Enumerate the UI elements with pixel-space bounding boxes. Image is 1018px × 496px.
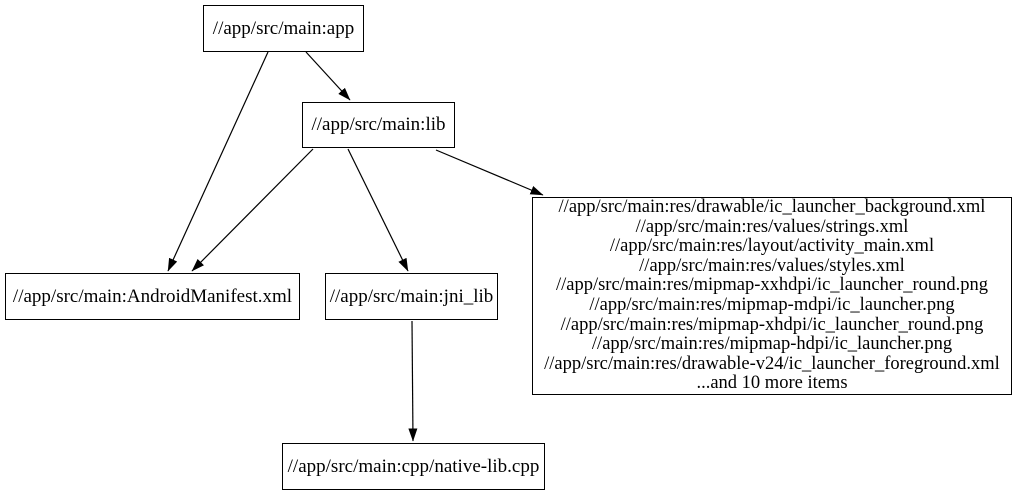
node-app: //app/src/main:app (203, 5, 364, 52)
resource-item: //app/src/main:res/values/strings.xml (635, 216, 909, 237)
edge-app-to-androidmanifest (167, 51, 269, 272)
resource-more-items: ...and 10 more items (696, 373, 848, 394)
resource-item: //app/src/main:res/mipmap-mdpi/ic_launch… (589, 295, 955, 315)
resource-item: //app/src/main:res/drawable-v24/ic_launc… (544, 353, 1000, 374)
resource-item: //app/src/main:res/mipmap-xhdpi/ic_launc… (560, 314, 984, 335)
edge-jnilib-to-nativecpp (408, 320, 418, 442)
node-androidmanifest: //app/src/main:AndroidManifest.xml (5, 273, 300, 320)
resource-item: //app/src/main:res/mipmap-hdpi/ic_launch… (591, 334, 953, 355)
node-jnilib: //app/src/main:jni_lib (325, 273, 498, 320)
node-resources-group: //app/src/main:res/drawable/ic_launcher_… (532, 197, 1012, 395)
node-jnilib-label: //app/src/main:jni_lib (329, 285, 494, 307)
node-androidmanifest-label: //app/src/main:AndroidManifest.xml (12, 285, 293, 307)
node-nativecpp: //app/src/main:cpp/native-lib.cpp (282, 443, 545, 490)
edge-lib-to-androidmanifest (191, 148, 314, 272)
node-nativecpp-label: //app/src/main:cpp/native-lib.cpp (287, 455, 540, 477)
edge-app-to-lib (305, 51, 351, 101)
edge-lib-to-resources (435, 149, 544, 196)
edge-lib-to-jnilib (347, 148, 409, 272)
resource-item: //app/src/main:res/values/styles.xml (639, 255, 905, 276)
node-lib: //app/src/main:lib (302, 102, 455, 148)
resource-item: //app/src/main:res/mipmap-xxhdpi/ic_laun… (555, 275, 989, 296)
node-lib-label: //app/src/main:lib (311, 114, 446, 135)
resource-item: //app/src/main:res/drawable/ic_launcher_… (558, 197, 986, 218)
node-app-label: //app/src/main:app (212, 17, 355, 39)
resource-item: //app/src/main:res/layout/activity_main.… (609, 236, 935, 257)
